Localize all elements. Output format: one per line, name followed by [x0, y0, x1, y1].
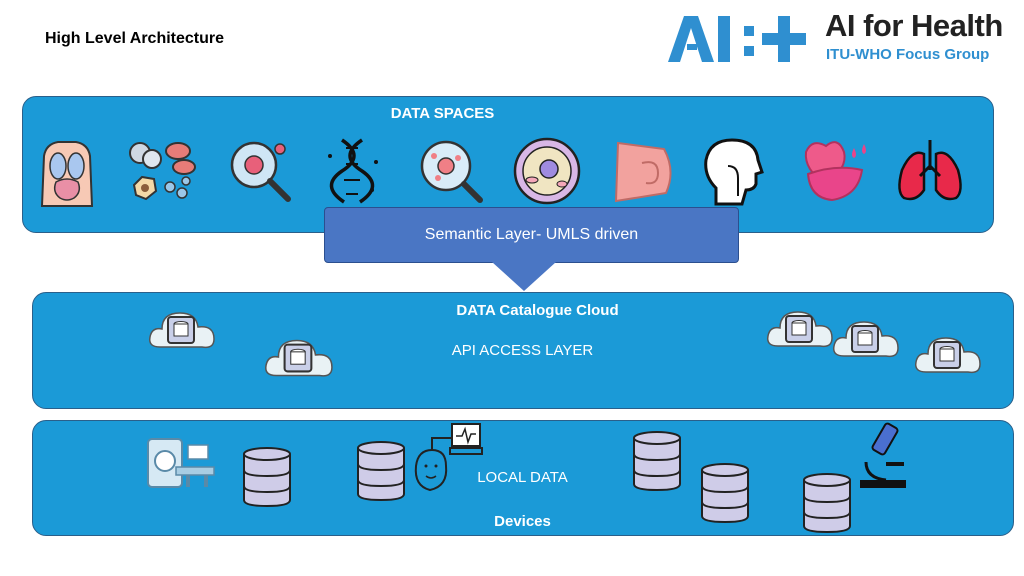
heart-liver-icon: [804, 141, 866, 202]
page-title: High Level Architecture: [45, 30, 225, 47]
data-spaces-label: DATA SPACES: [390, 105, 495, 122]
database-icon: [357, 441, 405, 502]
cell-icon: [513, 137, 581, 205]
database-icon: [701, 463, 749, 524]
cloud-database-icon: [264, 339, 333, 377]
logo-title: AI for Health: [825, 8, 1003, 43]
virus-magnifier-icon: [230, 141, 291, 202]
cloud-database-icon: [914, 337, 981, 374]
local-data-label: LOCAL DATA: [477, 469, 568, 486]
lungs-icon: [898, 140, 962, 201]
database-icon: [243, 447, 291, 508]
mri-scanner-icon: [147, 438, 215, 488]
cloud-database-icon: [766, 311, 833, 348]
head-profile-icon: [704, 138, 764, 206]
microscope-icon: [860, 422, 906, 488]
patient-monitor-icon: [414, 423, 483, 492]
torso-organs-icon: [40, 141, 94, 207]
microscope-lens-icon: [420, 140, 483, 203]
dna-icon: [328, 138, 378, 204]
semantic-layer-box: Semantic Layer- UMLS driven: [324, 207, 739, 263]
cells-icon: [129, 142, 196, 201]
devices-label: Devices: [494, 513, 551, 530]
data-catalogue-label: DATA Catalogue Cloud: [456, 302, 619, 319]
cloud-database-icon: [832, 321, 899, 358]
logo-mark-icon: [668, 16, 806, 62]
cloud-database-icon: [148, 312, 215, 349]
logo-subtitle: ITU-WHO Focus Group: [826, 46, 990, 63]
database-icon: [633, 431, 681, 492]
api-access-layer-label: API ACCESS LAYER: [451, 342, 594, 359]
ear-icon: [614, 141, 672, 203]
database-icon: [803, 473, 851, 534]
down-arrow-icon: [492, 262, 556, 291]
